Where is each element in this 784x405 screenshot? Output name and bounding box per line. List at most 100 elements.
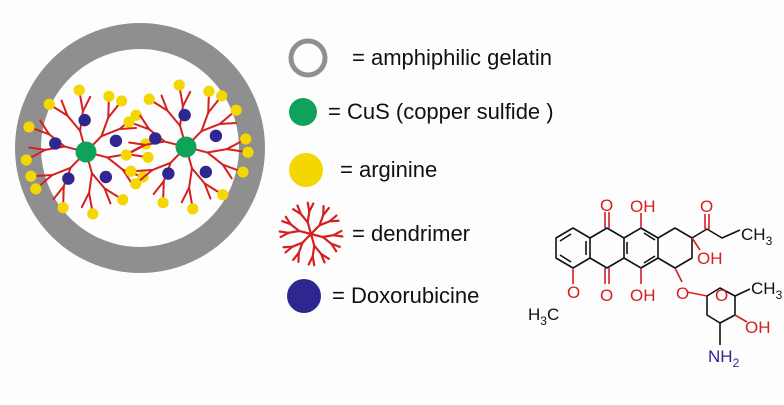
arginine-bead [173, 79, 185, 91]
arginine-bead [130, 109, 142, 121]
dendrimer-branch [318, 220, 331, 227]
arginine-bead [43, 98, 55, 110]
dendrimer-branch [166, 109, 182, 127]
dendrimer-branch [160, 94, 169, 112]
doxorubicine-bead [99, 170, 113, 184]
arginine-bead [125, 165, 137, 177]
dendrimer-branch [90, 172, 106, 190]
dendrimer-branch [291, 241, 304, 248]
arginine-bead [117, 194, 129, 206]
dendrimer-branch [28, 146, 47, 151]
dendrimer-branch [296, 204, 302, 216]
dendrimer-branch [52, 106, 69, 117]
doxorubicine-legend-icon [287, 279, 321, 313]
doxorubicine-bead [78, 113, 91, 127]
cus-core [75, 141, 97, 163]
dendrimer-branch [188, 167, 193, 189]
dendrimer-branch [79, 94, 84, 113]
dendrimer-branch [103, 187, 120, 198]
dendrimer-branch [225, 148, 244, 153]
gelatin-shell [15, 23, 265, 273]
arginine-bead [230, 104, 242, 116]
dendrimer-branch [200, 122, 221, 133]
dendrimer-branch [29, 148, 47, 159]
arginine-bead [187, 203, 199, 215]
dendrimer-branch [311, 244, 316, 258]
dendrimer [20, 84, 154, 220]
dendrimer-branch [332, 234, 344, 238]
cus-core [175, 136, 197, 158]
doxorubicin-structure: O OH O CH3 OH O OH O H3C O O CH3 OH NH2 [528, 196, 783, 370]
dendrimer-branch [321, 234, 335, 239]
atom-nh2: NH2 [708, 347, 740, 370]
dendrimer-branch [320, 252, 326, 264]
doxorubicine-bead [149, 132, 162, 145]
doxorubicine-bead [62, 172, 75, 185]
dendrimer-branch [284, 215, 292, 226]
nanoparticle [15, 23, 265, 273]
dendrimer-branch [221, 163, 233, 180]
dendrimer-branch [39, 119, 51, 136]
dendrimer-branch [62, 185, 65, 204]
dendrimer-branch [206, 148, 228, 154]
dendrimer-branch [107, 100, 110, 119]
dendrimer-branch [278, 230, 290, 234]
doxorubicine-bead [162, 167, 175, 180]
doxorubicine-bead [199, 165, 213, 179]
legend: = amphiphilic gelatin = CuS (copper sulf… [278, 38, 554, 313]
arginine-bead [57, 202, 69, 214]
dendrimer-branch [132, 122, 151, 131]
dendrimer-branch [203, 182, 220, 193]
gelatin-legend-icon [288, 38, 328, 78]
dendrimer-branch [225, 140, 243, 151]
dendrimer-branch [221, 163, 240, 172]
cus-legend-icon [289, 98, 317, 126]
arginine-bead [20, 154, 32, 166]
atom-sugar-ring-o: O [715, 286, 728, 305]
dendrimer-branch [321, 235, 333, 245]
dendrimer-branch [103, 187, 112, 205]
legend-arginine-label: = arginine [340, 157, 437, 182]
arginine-bead [143, 93, 155, 105]
atom-quinone-o-bottom: O [600, 286, 613, 305]
arginine-legend-icon [289, 153, 323, 187]
dendrimer-branch [35, 174, 54, 177]
arginine-bead [116, 95, 128, 107]
doxorubicine-bead [109, 134, 123, 148]
arginine-bead [203, 85, 215, 97]
atom-h3c: H3C [528, 305, 559, 328]
dendrimer-branch [32, 127, 51, 136]
dendrimer-branch [301, 232, 313, 244]
doxorubicine-bead [178, 108, 191, 122]
dendrimer-branch [128, 141, 147, 146]
dendrimer-branch [107, 104, 120, 119]
legend-doxorubicine-label: = Doxorubicine [332, 283, 479, 308]
dendrimer [120, 79, 254, 215]
dendrimer-branch [299, 212, 309, 224]
atom-ch3-top: CH3 [741, 225, 773, 248]
dendrimer-branch [88, 191, 93, 210]
dendrimer-branch [207, 99, 220, 114]
arginine-bead [240, 133, 252, 145]
dendrimer-legend-icon [278, 201, 344, 267]
doxorubicine-bead [49, 137, 62, 150]
dendrimer-branch [309, 232, 316, 247]
atom-oh-top: OH [630, 197, 656, 216]
dendrimer-branch [138, 169, 154, 182]
arginine-bead [217, 189, 229, 201]
atom-oh-bottom: OH [630, 286, 656, 305]
dendrimer-branch [100, 127, 121, 138]
dendrimer-branch [188, 186, 193, 205]
dendrimer-branch [106, 156, 124, 171]
dendrimer [278, 201, 344, 267]
arginine-bead [87, 208, 99, 220]
dendrimer-branch [200, 111, 210, 133]
arginine-bead [120, 149, 132, 161]
dendrimer-branch [81, 95, 92, 113]
dendrimer-branch [139, 114, 151, 131]
dendrimer-branch [318, 213, 325, 227]
dendrimer-branch [66, 114, 82, 132]
dendrimer-branch [206, 151, 224, 166]
